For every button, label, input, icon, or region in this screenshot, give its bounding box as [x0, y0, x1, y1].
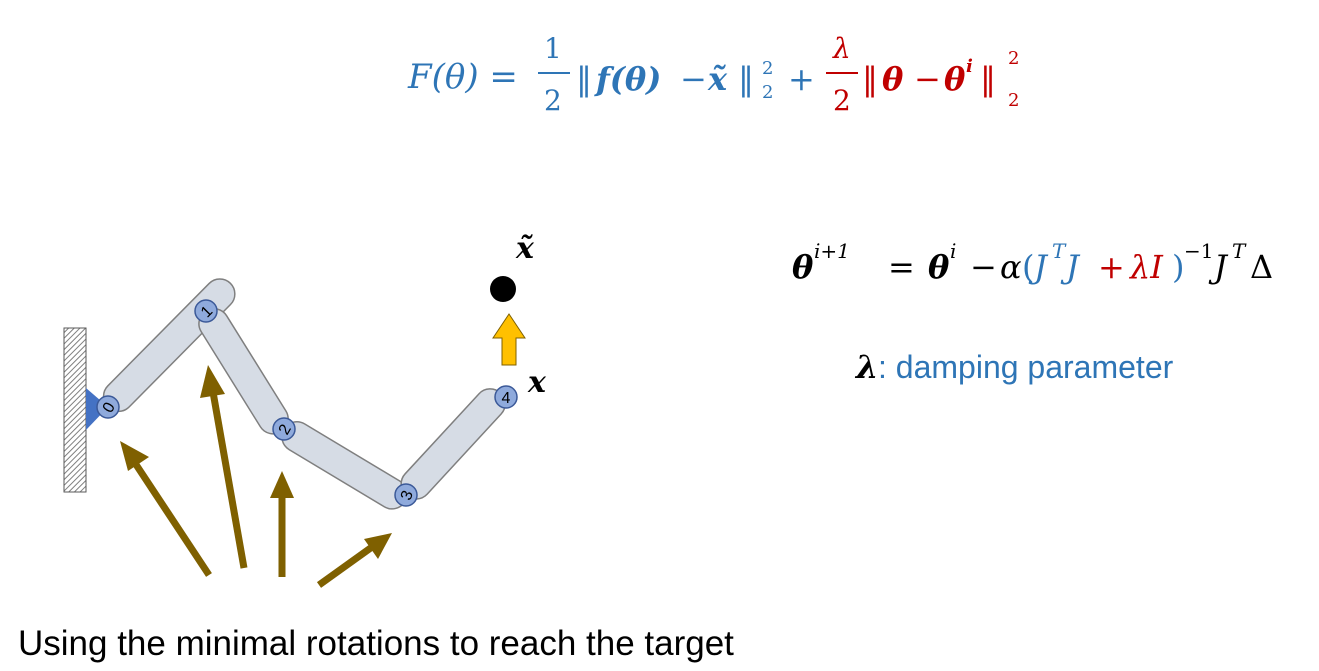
- legend-text: : damping parameter: [878, 349, 1174, 385]
- rotation-arrow-3-head: [364, 533, 392, 559]
- objective-plus: +: [788, 60, 815, 98]
- joint-3: 3: [394, 483, 418, 507]
- objective-norm-sub: 2: [762, 82, 773, 103]
- end-effector-label: x: [527, 365, 547, 400]
- objective-formula: F(θ) = 1 2 ‖ f(θ) − x̃ ‖ 2 2 + λ 2 ‖ θ −…: [407, 32, 1019, 117]
- wall-hatch: [63, 327, 87, 493]
- objective-half-denominator: 2: [544, 84, 562, 117]
- target-point: [490, 276, 516, 302]
- objective-reg-sup-i: i: [966, 56, 973, 77]
- objective-minus: −: [680, 60, 707, 98]
- rotation-arrow-2-head: [270, 471, 294, 498]
- update-plus: +: [1098, 248, 1125, 286]
- objective-reg-theta: θ: [882, 60, 904, 98]
- objective-norm-sup: 2: [762, 58, 773, 79]
- update-sup-inv: −1: [1184, 239, 1213, 263]
- links: [102, 278, 506, 510]
- update-theta: θ: [792, 248, 814, 286]
- rotation-arrows: [120, 365, 392, 588]
- update-sup-t2: T: [1232, 239, 1247, 263]
- update-minus: −: [970, 248, 997, 286]
- update-equals: =: [888, 248, 915, 286]
- joint-0: 0: [96, 395, 120, 419]
- rotation-arrow-1-head: [200, 365, 225, 398]
- rotation-arrow-1: [209, 391, 248, 569]
- link-2-3: [281, 420, 408, 510]
- objective-norm-close: ‖: [738, 60, 754, 98]
- caption: Using the minimal rotations to reach the…: [18, 624, 734, 663]
- rotation-arrow-3: [316, 544, 375, 588]
- update-alpha: α: [1000, 248, 1022, 286]
- update-delta: Δ: [1250, 248, 1273, 286]
- target-label: x̃: [515, 231, 535, 266]
- robot-arm-diagram: 0 1 2 3 4 x x̃: [63, 231, 547, 588]
- update-sup-i: i: [950, 239, 956, 263]
- update-formula: θ i+1 = θ i − α ( J T J + λI ) −1 J T Δ: [792, 239, 1273, 286]
- objective-norm-open: ‖: [576, 60, 592, 98]
- update-jt: J: [1028, 248, 1049, 286]
- update-close-paren: ): [1172, 248, 1184, 286]
- joint-1: 1: [194, 299, 218, 323]
- joint-4: 4: [494, 385, 518, 409]
- update-jt2: J: [1208, 248, 1229, 286]
- joint-4-label: 4: [502, 390, 511, 407]
- objective-reg-minus: −: [914, 60, 941, 98]
- objective-reg-sub: 2: [1008, 90, 1019, 111]
- update-lambda-i: λI: [1128, 248, 1164, 286]
- objective-half-numerator: 1: [544, 32, 562, 65]
- joint-2: 2: [272, 417, 296, 441]
- damping-legend: λ : damping parameter: [854, 348, 1174, 386]
- objective-reg-theta-i: θ: [944, 60, 966, 98]
- objective-reg-norm-open: ‖: [862, 60, 878, 98]
- objective-reg-norm-close: ‖: [980, 60, 996, 98]
- update-theta-i: θ: [928, 248, 950, 286]
- objective-lhs: F(θ) =: [407, 57, 518, 97]
- update-sup-t1: T: [1052, 239, 1067, 263]
- objective-lambda-denominator: 2: [833, 84, 851, 117]
- objective-f-theta: f(θ): [594, 60, 661, 98]
- rotation-arrow-0: [132, 461, 212, 577]
- target-direction-arrow: [492, 313, 526, 366]
- objective-lambda: λ: [832, 32, 851, 65]
- update-open-paren: (: [1022, 248, 1034, 286]
- objective-reg-sup: 2: [1008, 48, 1019, 69]
- update-j: J: [1060, 248, 1081, 286]
- update-sup-next: i+1: [814, 239, 850, 263]
- rotation-arrow-0-head: [120, 441, 149, 471]
- objective-target: x̃: [707, 60, 728, 98]
- legend-lambda-symbol: λ: [854, 348, 878, 386]
